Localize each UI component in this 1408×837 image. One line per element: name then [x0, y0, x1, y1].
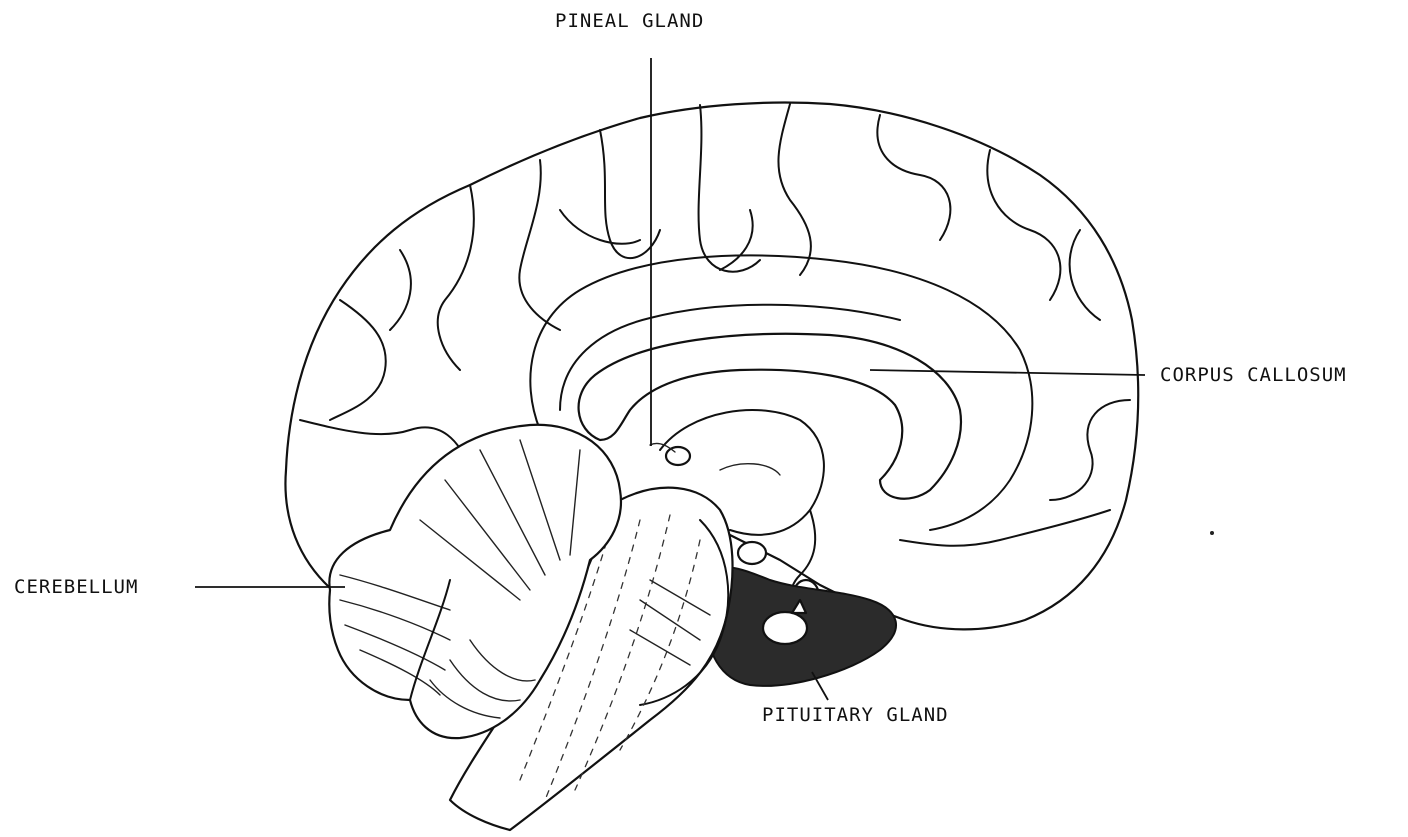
pineal-gland-shape	[666, 447, 690, 465]
corpus-callosum-label: CORPUS CALLOSUM	[1160, 364, 1347, 386]
pituitary-gland-label: PITUITARY GLAND	[762, 704, 949, 726]
cerebellum-label: CEREBELLUM	[14, 576, 138, 598]
stray-dot	[1210, 531, 1214, 535]
mammillary-body	[738, 542, 766, 564]
pineal-gland-label: PINEAL GLAND	[555, 10, 704, 32]
pituitary-gland-shape	[763, 612, 807, 644]
